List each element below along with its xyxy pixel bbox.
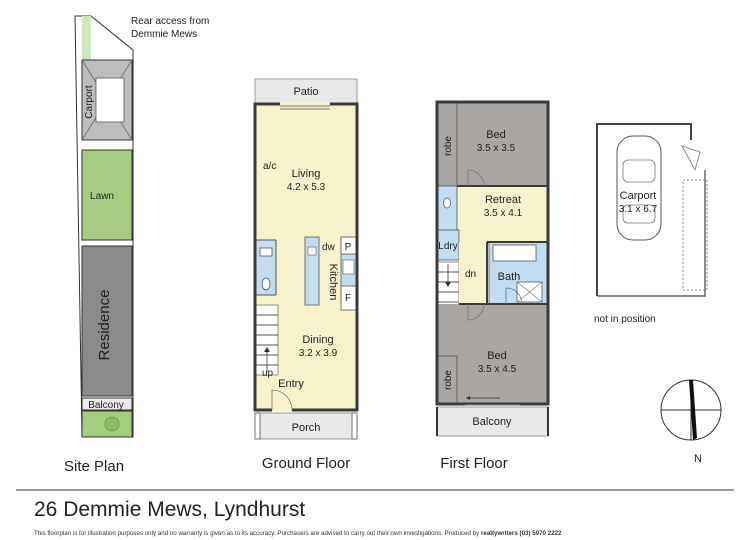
ff-robe-1-label: robe <box>443 136 454 156</box>
site-carport-label: Carport <box>84 85 95 119</box>
porch-post-right <box>351 412 358 440</box>
compass-needle <box>689 380 697 440</box>
gf-dining-dim: 3.2 x 3.9 <box>299 348 338 359</box>
property-address: 26 Demmie Mews, Lyndhurst <box>34 498 305 521</box>
rear-access-line1: Rear access from <box>131 16 209 27</box>
gf-entry-door <box>271 389 293 411</box>
gf-patio-label: Patio <box>293 86 318 98</box>
ff-bed1-door <box>467 169 485 187</box>
ff-robe-2-label: robe <box>443 370 454 390</box>
ff-bath-label: Bath <box>498 271 521 283</box>
porch-post-left <box>254 412 261 440</box>
site-residence-label: Residence <box>96 290 113 361</box>
ff-bed2-door <box>467 303 485 321</box>
ff-bed2-dim: 3.5 x 4.5 <box>478 364 517 375</box>
ff-hallway <box>459 242 487 304</box>
carport-label: Carport <box>620 190 657 202</box>
gf-stairs <box>255 304 279 376</box>
ff-bed1-label: Bed <box>486 129 506 141</box>
ff-retreat <box>457 186 548 242</box>
gf-porch-label: Porch <box>292 422 321 434</box>
ff-balcony <box>436 406 549 437</box>
site-carport: Carport <box>81 59 133 141</box>
tree-icon <box>104 416 120 432</box>
ff-bed1-dim: 3.5 x 3.5 <box>477 143 516 154</box>
ff-retreat-label: Retreat <box>485 194 521 206</box>
gf-porch <box>254 412 358 440</box>
carport-gate <box>682 179 708 291</box>
first-floor-caption: First Floor <box>440 455 508 472</box>
carport-dim: 3.1 x 6.7 <box>619 204 658 215</box>
ff-bed2-label: Bed <box>487 350 507 362</box>
gf-dw-label: dw <box>322 242 336 253</box>
gf-up-label: up <box>262 368 274 379</box>
gf-ac-label: a/c <box>263 161 276 172</box>
site-lawn-label: Lawn <box>90 191 114 202</box>
sink-icon <box>307 246 317 256</box>
site-plan-caption: Site Plan <box>64 458 124 475</box>
gf-entry-label: Entry <box>278 378 304 390</box>
disclaimer-phone: (03) 5970 2222 <box>518 530 562 537</box>
site-lawn <box>81 149 133 241</box>
site-front-lawn <box>81 410 133 438</box>
ff-ldry-label: Ldry <box>438 241 457 252</box>
carport-door <box>681 145 701 172</box>
toilet-icon <box>443 197 451 209</box>
disclaimer: This floorplan is for illustration purpo… <box>34 530 562 537</box>
ff-balcony-label: Balcony <box>472 416 512 428</box>
ff-dn-label: dn <box>465 269 476 280</box>
carport-note: not in position <box>594 314 656 325</box>
site-residence <box>81 245 133 397</box>
bathtub-icon <box>492 244 537 262</box>
gf-dining-label: Dining <box>302 334 333 346</box>
ff-outer-walls <box>435 100 550 406</box>
site-balcony-label: Balcony <box>88 400 124 411</box>
disclaimer-brand: realtywriters <box>481 530 518 537</box>
gf-kitchen-label: Kitchen <box>327 264 339 301</box>
site-plan: Carport Lawn Residence Balcony Rear acce… <box>64 15 209 475</box>
disclaimer-text: This floorplan is for illustration purpo… <box>34 530 481 537</box>
rear-access-line2: Demmie Mews <box>131 29 197 40</box>
gf-living-label: Living <box>292 168 321 180</box>
ground-floor: Patio <box>253 78 359 472</box>
ff-retreat-dim: 3.5 x 4.1 <box>484 208 523 219</box>
compass-north-label: N <box>694 453 702 465</box>
first-floor: robe Bed 3.5 x 3.5 Retreat 3.5 x 4.1 Ldr… <box>435 100 550 472</box>
cooktop-icon <box>342 259 355 275</box>
car-icon <box>616 135 662 241</box>
ground-floor-caption: Ground Floor <box>262 455 350 472</box>
basin-icon <box>259 247 273 257</box>
detached-carport: Carport 3.1 x 6.7 not in position <box>594 123 708 325</box>
compass: N <box>660 379 722 465</box>
site-balcony <box>81 397 133 411</box>
gf-living-dim: 4.2 x 5.3 <box>287 182 326 193</box>
ff-bath-door <box>505 287 523 305</box>
gf-fridge-label: F <box>345 293 351 304</box>
gf-patio <box>254 78 358 104</box>
toilet-icon <box>261 277 271 291</box>
gf-pantry-label: P <box>345 242 352 253</box>
